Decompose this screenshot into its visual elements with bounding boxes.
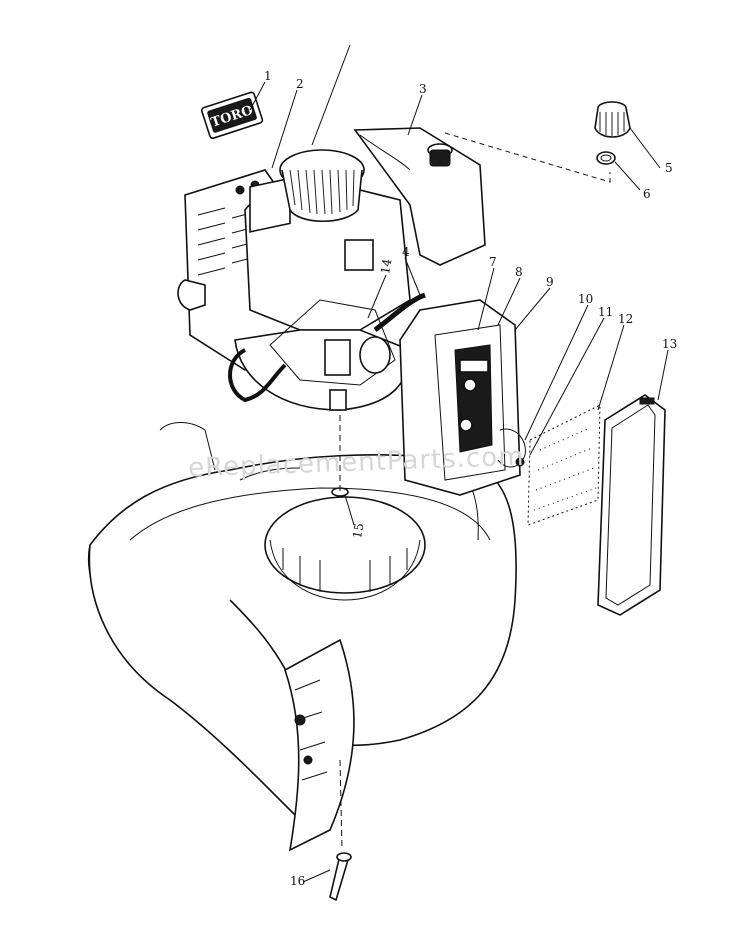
callout-15: 15 (350, 522, 366, 539)
callout-8: 8 (515, 265, 523, 279)
fuel-cap (594, 101, 631, 165)
callout-16: 16 (290, 874, 305, 888)
callout-2: 2 (296, 77, 304, 91)
callout-10: 10 (578, 292, 593, 306)
callout-5: 5 (665, 161, 673, 175)
callout-7: 7 (489, 255, 497, 269)
air-cleaner-assembly (399, 299, 666, 616)
callout-12: 12 (618, 312, 633, 326)
callout-labels: 1 2 3 4 5 6 7 8 9 10 11 12 13 14 15 16 (264, 69, 677, 888)
callout-4: 4 (402, 245, 410, 259)
leader-lines (249, 81, 669, 883)
callout-3: 3 (419, 82, 427, 96)
mower-deck (87, 422, 517, 852)
bolt-15 (331, 415, 349, 497)
toro-decal: TORO (200, 91, 264, 140)
callout-1: 1 (264, 69, 272, 83)
callout-11: 11 (598, 305, 613, 319)
callout-6: 6 (643, 187, 651, 201)
callout-9: 9 (546, 275, 554, 289)
callout-13: 13 (662, 337, 677, 351)
callout-14: 14 (378, 257, 395, 275)
engine-assembly (177, 44, 486, 411)
screw-16 (329, 759, 352, 902)
